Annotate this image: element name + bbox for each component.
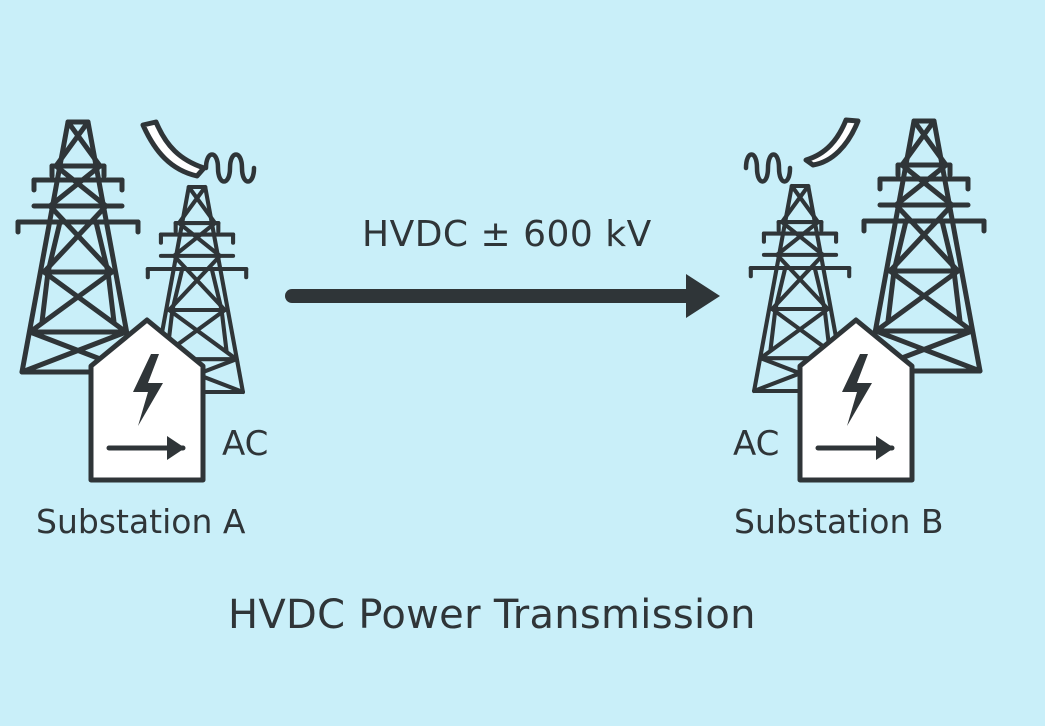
substation-b-label: Substation B bbox=[734, 502, 944, 541]
ac-wave-icon-right bbox=[743, 152, 793, 184]
tower-icon-right-large bbox=[864, 121, 984, 371]
curve-icon-right bbox=[803, 117, 861, 168]
hvdc-link-label: HVDC ± 600 kV bbox=[362, 214, 652, 255]
substation-a-label: Substation A bbox=[36, 502, 246, 541]
diagram-title: HVDC Power Transmission bbox=[228, 592, 756, 638]
ac-label-right: AC bbox=[733, 424, 780, 464]
tower-icon-left-large bbox=[18, 122, 138, 372]
substation-icon-left bbox=[91, 320, 203, 480]
curve-icon-left bbox=[140, 119, 207, 179]
ac-wave-icon-left bbox=[203, 152, 257, 184]
ac-label-left: AC bbox=[222, 424, 269, 464]
hvdc-arrow-icon bbox=[285, 274, 720, 318]
